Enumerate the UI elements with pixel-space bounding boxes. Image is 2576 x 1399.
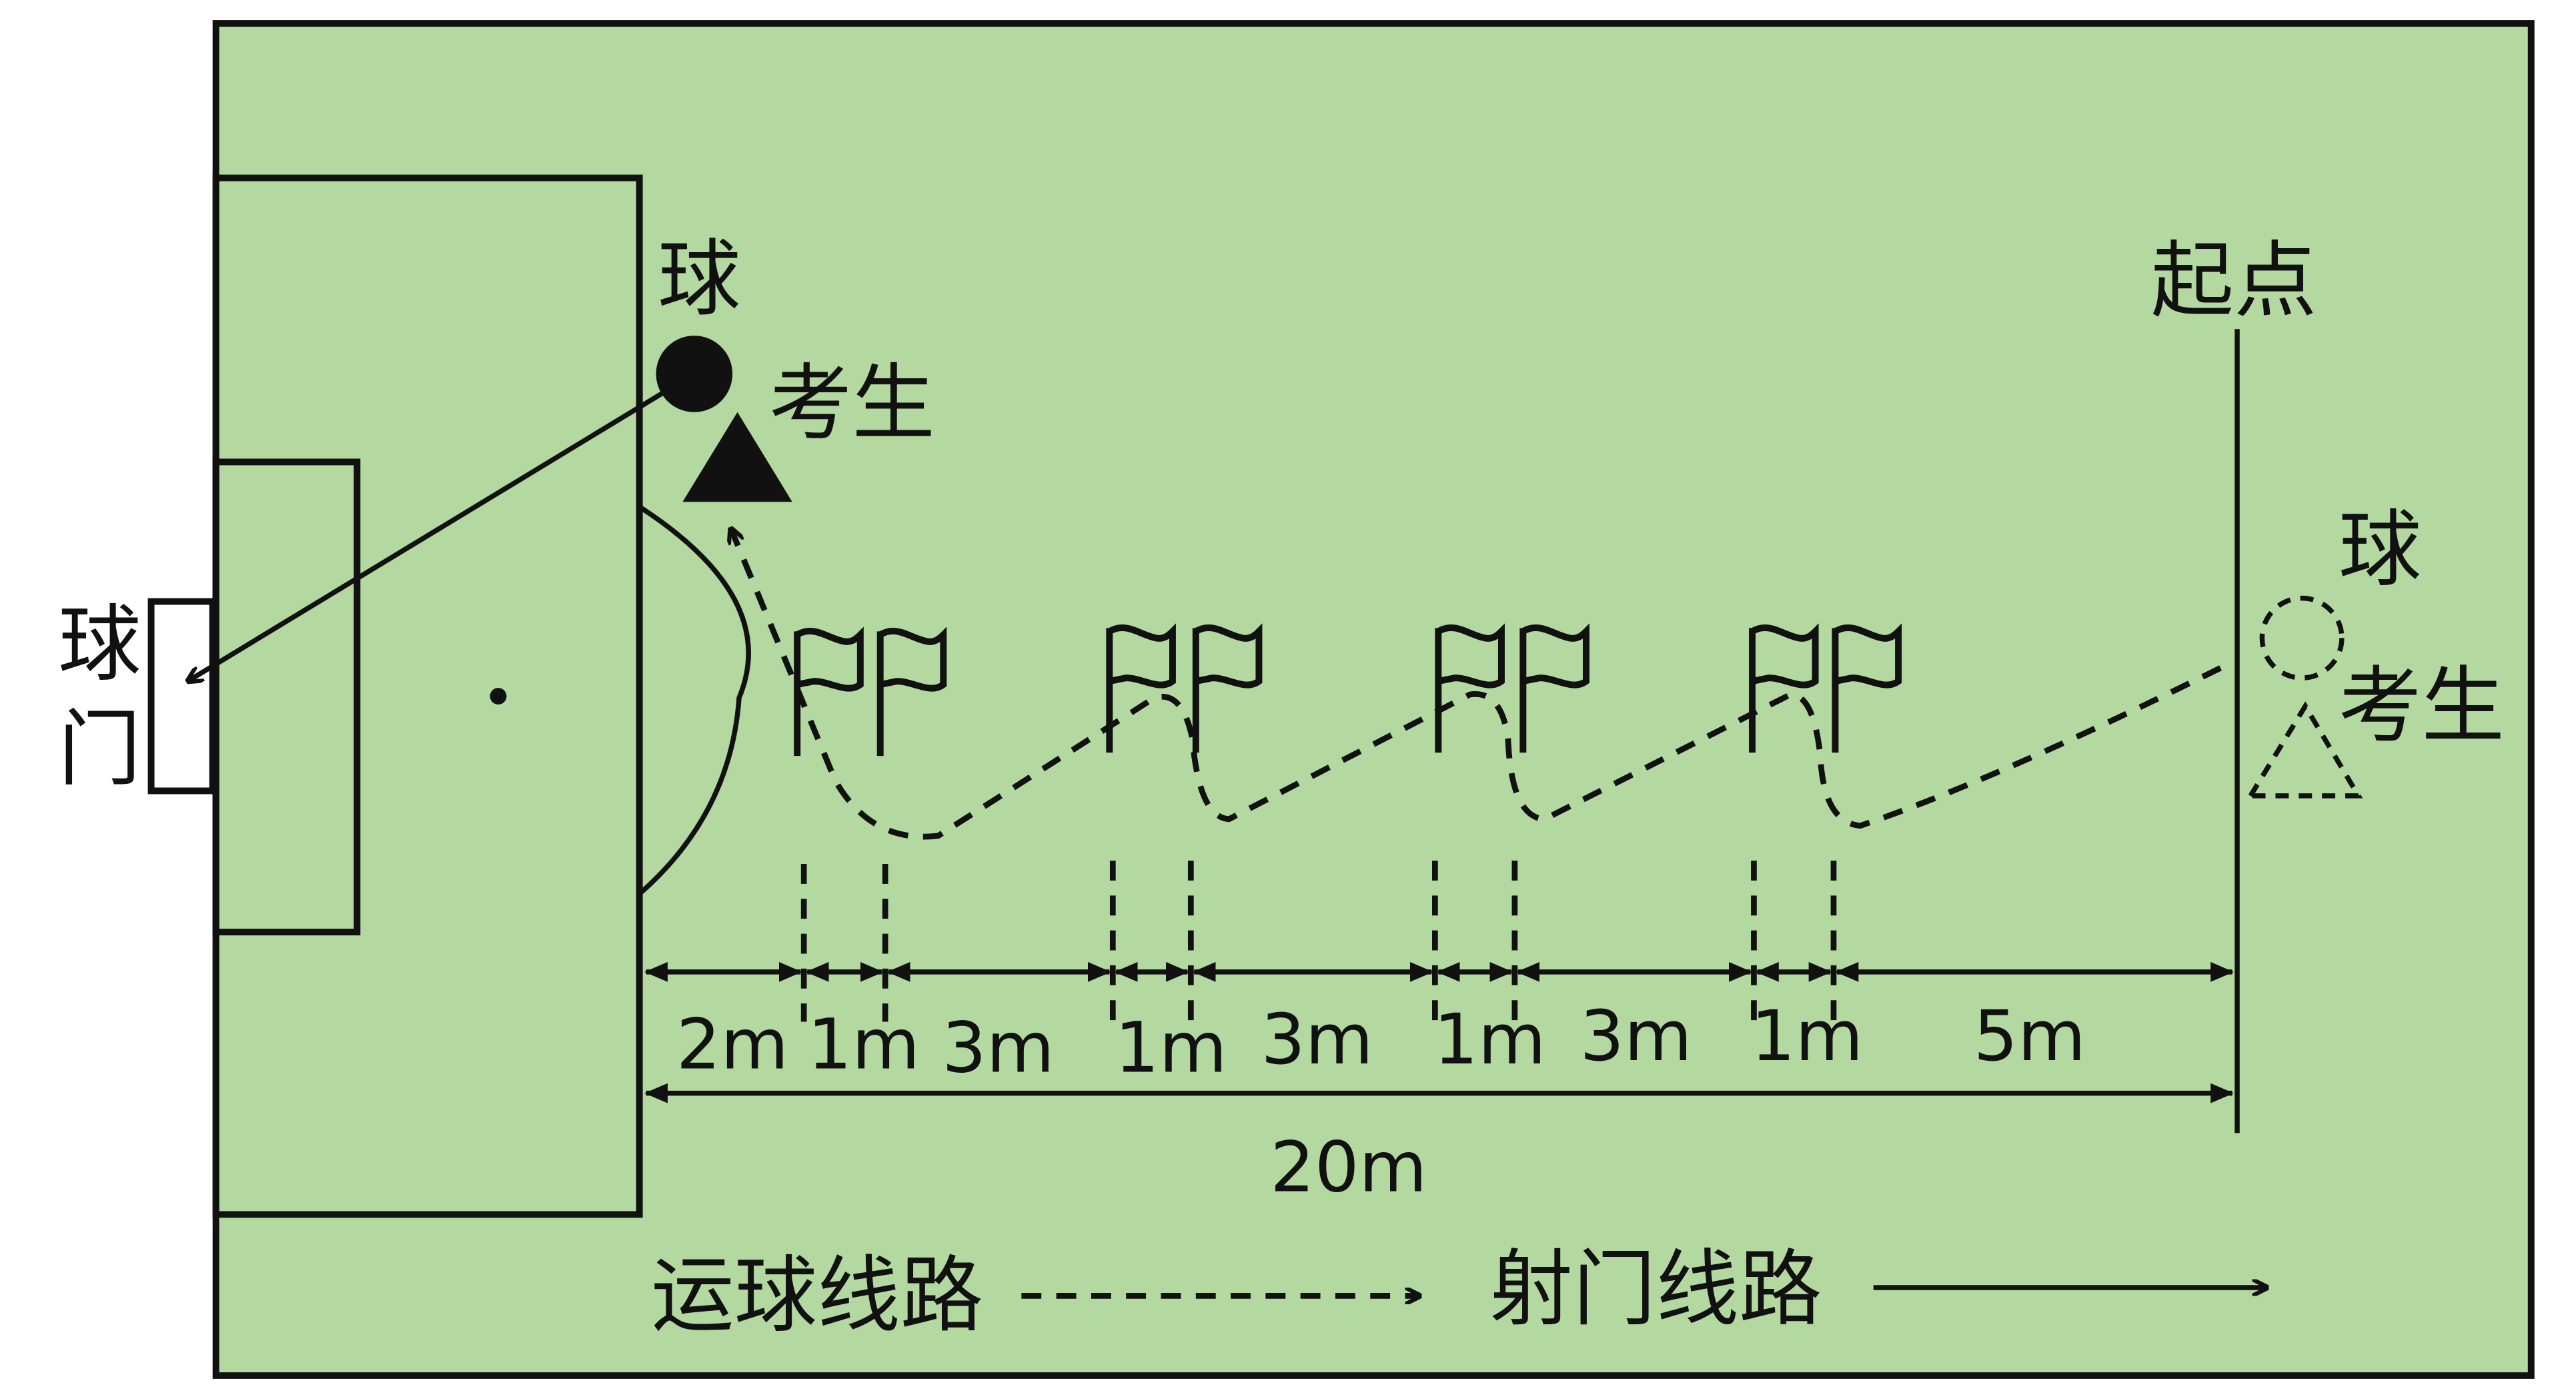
segment-label: 1m	[808, 1003, 920, 1085]
measure-marks	[800, 861, 1837, 1022]
total-label: 20m	[1270, 1127, 1427, 1208]
legend-shoot-label: 射门线路	[1490, 1241, 1822, 1338]
goal	[147, 598, 216, 795]
goal-label-2: 门	[58, 701, 141, 798]
penalty-spot	[490, 688, 507, 705]
segment-label: 1m	[1115, 1007, 1227, 1088]
segment-label: 3m	[942, 1007, 1054, 1088]
segment-label: 2m	[676, 1003, 788, 1085]
start-examinee-label: 考生	[2339, 658, 2505, 755]
penalty-arc	[638, 504, 751, 896]
start-label: 起点	[2151, 232, 2317, 329]
field	[212, 20, 2535, 1379]
start-ball-label: 球	[2339, 502, 2422, 598]
ball-label: 球	[658, 231, 741, 328]
legend-dribble-label: 运球线路	[651, 1248, 983, 1344]
segment-label: 1m	[1433, 999, 1545, 1080]
segment-label: 3m	[1579, 995, 1692, 1077]
segment-label: 1m	[1751, 995, 1863, 1077]
start-ball-icon	[2259, 595, 2345, 680]
goal-label-1: 球	[58, 596, 141, 693]
start-examinee-icon	[2246, 701, 2363, 799]
segment-arrows	[644, 961, 2234, 1103]
examinee-icon	[682, 412, 792, 502]
dribble-path	[731, 528, 2222, 840]
ball-icon	[656, 336, 733, 412]
shot-line	[187, 372, 696, 681]
examinee-label: 考生	[769, 356, 935, 452]
segment-label: 3m	[1261, 999, 1373, 1080]
segment-label: 5m	[1974, 995, 2086, 1077]
